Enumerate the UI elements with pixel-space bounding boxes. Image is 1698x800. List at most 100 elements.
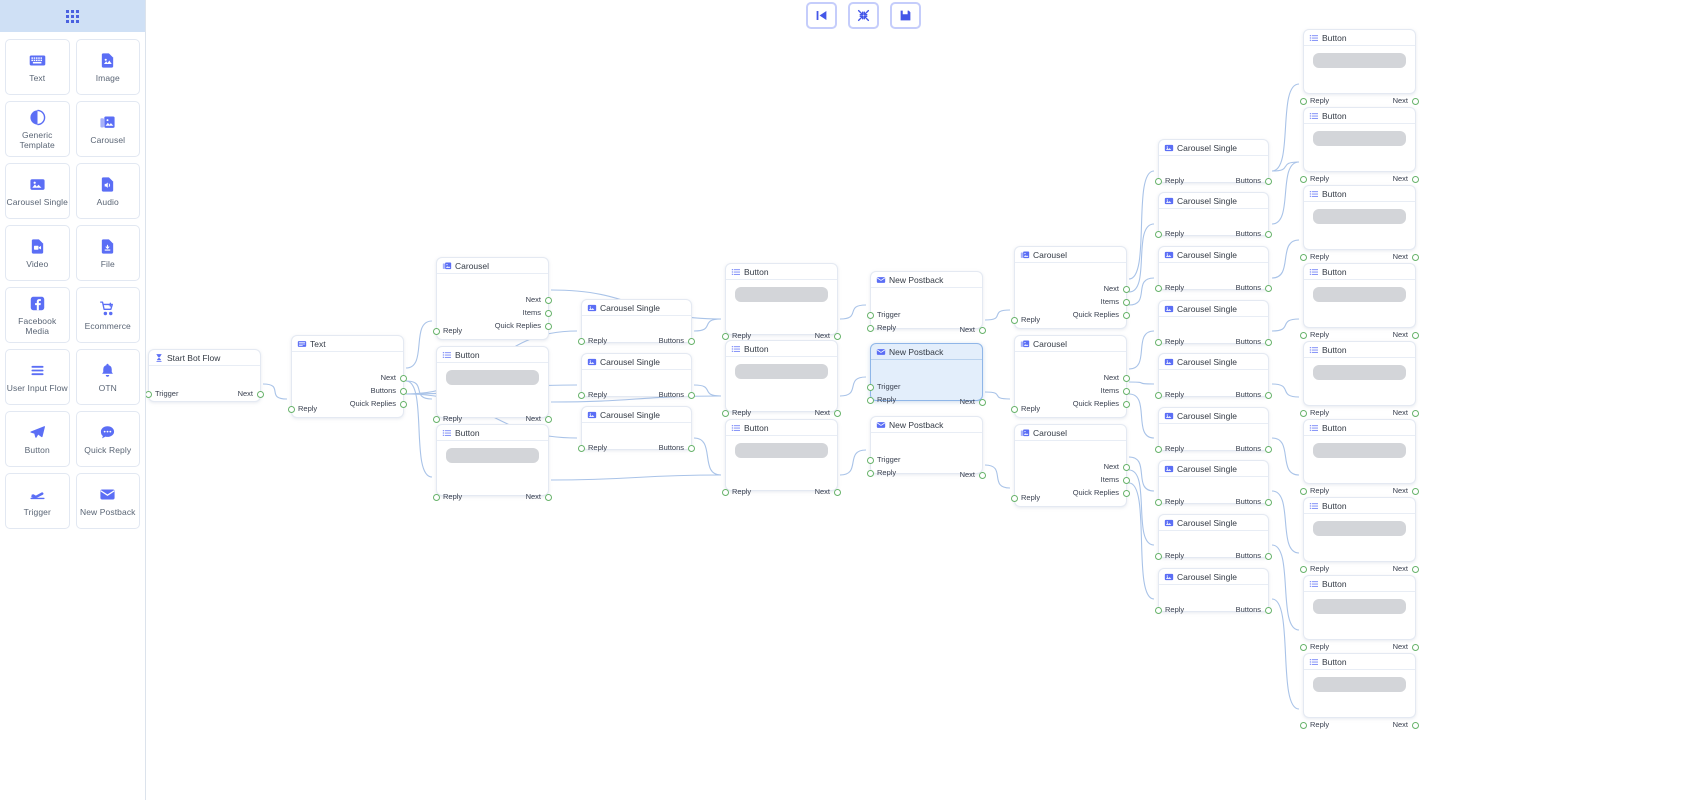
port-dot-buttons[interactable] — [1265, 392, 1272, 399]
palette-item-ecommerce[interactable]: Ecommerce — [75, 287, 140, 343]
port-dot-trigger[interactable] — [867, 312, 874, 319]
port-dot-reply[interactable] — [1155, 339, 1162, 346]
port-dot-reply[interactable] — [578, 392, 585, 399]
palette-item-trigger[interactable]: Trigger — [5, 473, 70, 529]
port-dot-trigger[interactable] — [867, 384, 874, 391]
port-dot-next[interactable] — [400, 375, 407, 382]
port-dot-reply[interactable] — [1300, 644, 1307, 651]
port-dot-reply[interactable] — [1155, 285, 1162, 292]
port-dot-next[interactable] — [1412, 722, 1419, 729]
port-dot-reply[interactable] — [578, 338, 585, 345]
palette-item-quick-reply[interactable]: Quick Reply — [75, 411, 140, 467]
port-dot-reply[interactable] — [1155, 446, 1162, 453]
palette-item-facebook-media[interactable]: Facebook Media — [5, 287, 70, 343]
port-dot-reply[interactable] — [1155, 178, 1162, 185]
port-dot-reply[interactable] — [1155, 231, 1162, 238]
palette-item-otn[interactable]: OTN — [75, 349, 140, 405]
port-dot-next[interactable] — [1412, 644, 1419, 651]
port-dot-reply[interactable] — [1300, 332, 1307, 339]
palette-item-new-postback[interactable]: New Postback — [75, 473, 140, 529]
grid-apps-icon[interactable] — [66, 9, 79, 23]
port-dot-next[interactable] — [1123, 464, 1130, 471]
palette-item-generic-template[interactable]: Generic Template — [5, 101, 70, 157]
save-button[interactable] — [890, 2, 921, 29]
port-dot-next[interactable] — [979, 399, 986, 406]
port-dot-next[interactable] — [257, 391, 264, 398]
port-dot-quick-replies[interactable] — [1123, 401, 1130, 408]
port-dot-buttons[interactable] — [688, 392, 695, 399]
palette-item-carousel-single[interactable]: Carousel Single — [5, 163, 70, 219]
palette-item-video[interactable]: Video — [5, 225, 70, 281]
port-dot-reply[interactable] — [867, 397, 874, 404]
port-dot-next[interactable] — [1123, 375, 1130, 382]
port-dot-buttons[interactable] — [1265, 285, 1272, 292]
port-dot-reply[interactable] — [722, 333, 729, 340]
port-dot-buttons[interactable] — [400, 388, 407, 395]
port-dot-next[interactable] — [1412, 176, 1419, 183]
port-dot-buttons[interactable] — [1265, 231, 1272, 238]
port-dot-next[interactable] — [1412, 410, 1419, 417]
port-dot-next[interactable] — [979, 472, 986, 479]
port-dot-quick-replies[interactable] — [400, 401, 407, 408]
port-dot-reply[interactable] — [1300, 254, 1307, 261]
palette-item-image[interactable]: Image — [75, 39, 140, 95]
port-dot-items[interactable] — [545, 310, 552, 317]
port-dot-reply[interactable] — [1155, 499, 1162, 506]
port-dot-reply[interactable] — [433, 494, 440, 501]
palette-item-audio[interactable]: Audio — [75, 163, 140, 219]
port-dot-reply[interactable] — [1011, 406, 1018, 413]
port-dot-next[interactable] — [1123, 286, 1130, 293]
port-dot-next[interactable] — [1412, 488, 1419, 495]
port-dot-next[interactable] — [545, 494, 552, 501]
palette-item-button[interactable]: Button — [5, 411, 70, 467]
port-dot-buttons[interactable] — [1265, 339, 1272, 346]
port-dot-quick-replies[interactable] — [1123, 490, 1130, 497]
port-dot-quick-replies[interactable] — [1123, 312, 1130, 319]
port-dot-items[interactable] — [1123, 299, 1130, 306]
port-dot-buttons[interactable] — [1265, 178, 1272, 185]
port-dot-buttons[interactable] — [688, 445, 695, 452]
port-dot-items[interactable] — [1123, 388, 1130, 395]
port-dot-reply[interactable] — [1155, 392, 1162, 399]
port-dot-reply[interactable] — [578, 445, 585, 452]
port-dot-buttons[interactable] — [1265, 446, 1272, 453]
port-dot-reply[interactable] — [1155, 607, 1162, 614]
port-dot-next[interactable] — [545, 297, 552, 304]
palette-item-carousel[interactable]: Carousel — [75, 101, 140, 157]
port-dot-reply[interactable] — [288, 406, 295, 413]
port-dot-next[interactable] — [979, 327, 986, 334]
port-dot-buttons[interactable] — [688, 338, 695, 345]
port-dot-reply[interactable] — [1011, 317, 1018, 324]
port-dot-next[interactable] — [834, 410, 841, 417]
port-dot-trigger[interactable] — [146, 391, 152, 398]
port-dot-reply[interactable] — [867, 325, 874, 332]
port-dot-trigger[interactable] — [867, 457, 874, 464]
port-dot-next[interactable] — [1412, 566, 1419, 573]
palette-item-file[interactable]: File — [75, 225, 140, 281]
port-dot-reply[interactable] — [1155, 553, 1162, 560]
